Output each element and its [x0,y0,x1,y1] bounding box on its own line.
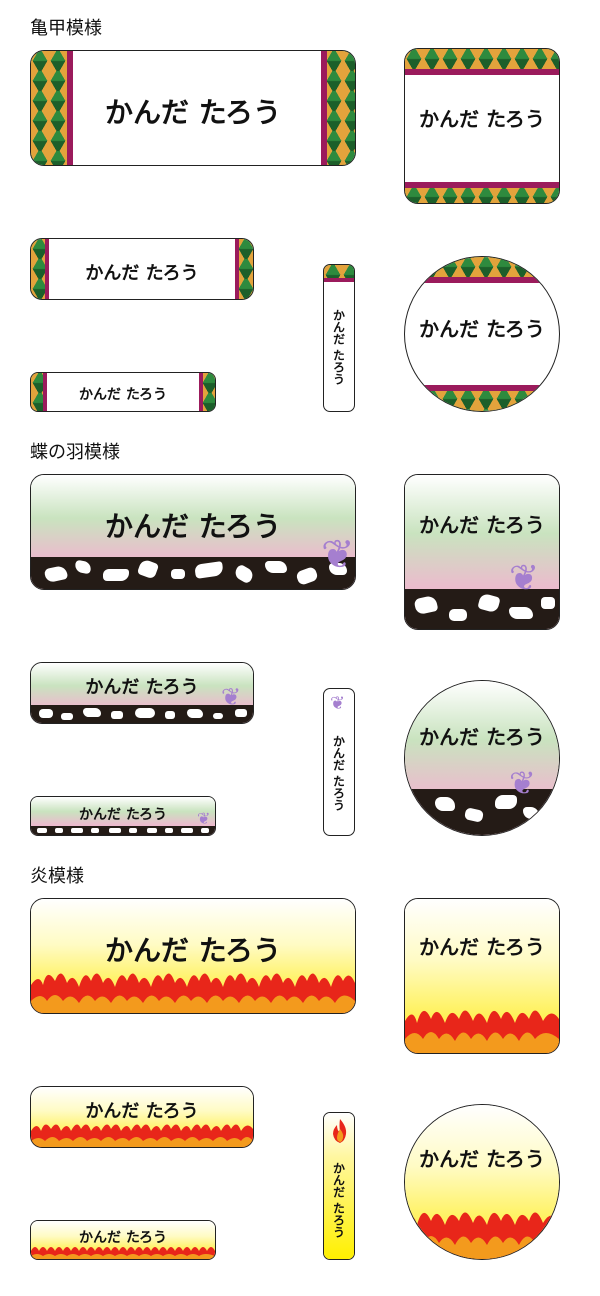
name-text: かんだ たろう [419,1147,545,1171]
name-text: かんだ たろう [419,513,545,537]
kikko-label-small: かんだ たろう [30,372,216,412]
flame-label-medium: かんだ たろう [30,1086,254,1148]
name-text: かんだ たろう [104,96,282,129]
flame-label-circle: かんだ たろう [404,1104,560,1260]
name-text: かんだ たろう [419,317,545,341]
butterfly-icon: ❦ [509,558,540,599]
butterfly-label-square: ❦ かんだ たろう [404,474,560,630]
butterfly-icon: ❦ [221,683,242,711]
name-text: かんだ たろう [331,308,346,386]
butterfly-label-small: ❦ かんだ たろう [30,796,216,836]
butterfly-label-vertical: ❦ かんだ たろう [323,688,355,836]
butterfly-label-circle: ❦ かんだ たろう [404,680,560,836]
name-text: かんだ たろう [419,725,545,749]
section-title-flame: 炎模様 [30,866,84,887]
flame-label-square: かんだ たろう [404,898,560,1054]
butterfly-icon: ❦ [197,809,211,828]
name-text: かんだ たろう [85,263,199,284]
name-text: かんだ たろう [419,107,545,131]
flame-pattern [405,1212,559,1259]
butterfly-label-large: ❦ かんだ たろう [30,474,356,590]
butterfly-icon: ❦ [321,532,355,578]
butterfly-label-medium: ❦ かんだ たろう [30,662,254,724]
section-title-butterfly: 蝶の羽模様 [30,442,120,463]
kikko-label-vertical: かんだ たろう [323,264,355,412]
name-text: かんだ たろう [419,935,545,959]
flame-label-small: かんだ たろう [30,1220,216,1260]
kikko-label-medium: かんだ たろう [30,238,254,300]
name-text: かんだ たろう [104,934,282,967]
kikko-label-square: かんだ たろう [404,48,560,204]
name-text: かんだ たろう [78,1230,168,1246]
flame-pattern [31,1124,253,1147]
flame-icon [333,1119,347,1143]
flame-pattern [31,973,355,1013]
name-text: かんだ たろう [331,1161,346,1239]
section-title-kikko: 亀甲模様 [30,18,102,39]
kikko-label-circle: かんだ たろう [404,256,560,412]
butterfly-icon: ❦ [330,693,346,714]
name-text: かんだ たろう [104,510,282,543]
name-text: かんだ たろう [78,807,168,823]
name-text: かんだ たろう [85,677,199,698]
name-text: かんだ たろう [331,734,346,812]
name-text: かんだ たろう [85,1101,199,1122]
flame-pattern [405,1010,559,1053]
kikko-label-large: かんだ たろう [30,50,356,166]
butterfly-icon: ❦ [509,764,536,802]
flame-label-vertical: かんだ たろう [323,1112,355,1260]
flame-label-large: かんだ たろう [30,898,356,1014]
name-text: かんだ たろう [78,387,168,403]
flame-pattern [31,1247,215,1259]
